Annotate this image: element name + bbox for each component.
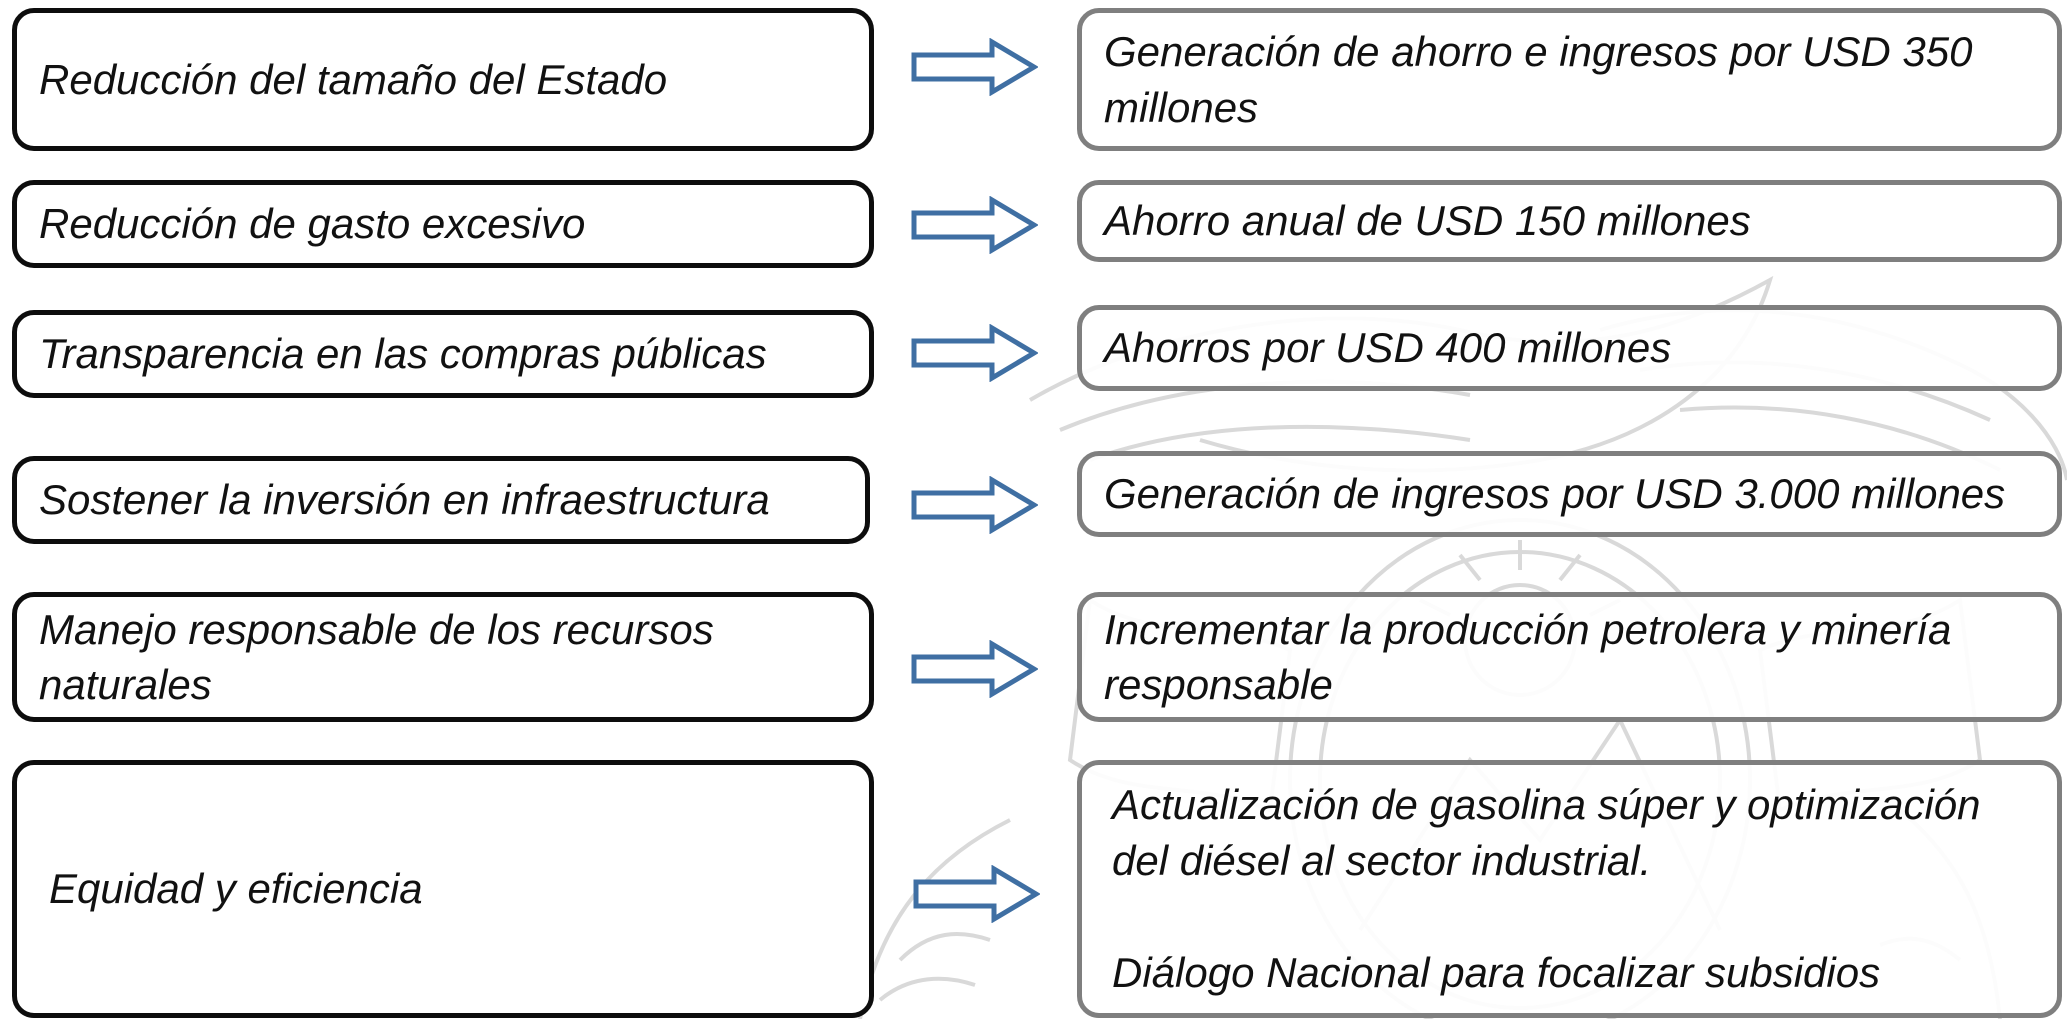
measure-box-excess-spending: Reducción de gasto excesivo: [12, 180, 874, 268]
result-box-annual-savings: Ahorro anual de USD 150 millones: [1077, 180, 2062, 262]
result-label: Incrementar la producción petrolera y mi…: [1104, 605, 1952, 708]
measure-label: Manejo responsable de los recursos natur…: [39, 605, 714, 708]
measure-label: Transparencia en las compras públicas: [39, 330, 767, 378]
result-box-fuel-subsidies: Actualización de gasolina súper y optimi…: [1077, 760, 2062, 1018]
right-outline-arrow-icon: [911, 476, 1038, 534]
measure-box-infrastructure-investment: Sostener la inversión en infraestructura: [12, 456, 870, 544]
result-label: Generación de ahorro e ingresos por USD …: [1104, 28, 1973, 131]
measure-label: Reducción de gasto excesivo: [39, 200, 586, 248]
measure-label: Reducción del tamaño del Estado: [39, 55, 668, 103]
right-outline-arrow-icon: [911, 196, 1038, 254]
right-outline-arrow-icon: [911, 640, 1038, 698]
result-box-savings-350: Generación de ahorro e ingresos por USD …: [1077, 8, 2062, 151]
measure-label: Equidad y eficiencia: [49, 865, 423, 913]
result-label: Ahorro anual de USD 150 millones: [1104, 197, 1751, 245]
measure-box-equity-efficiency: Equidad y eficiencia: [12, 760, 874, 1018]
measure-box-natural-resources: Manejo responsable de los recursos natur…: [12, 592, 874, 722]
result-box-revenue-3000: Generación de ingresos por USD 3.000 mil…: [1077, 451, 2062, 537]
result-line-fuel-update: Actualización de gasolina súper y optimi…: [1112, 781, 1981, 884]
measure-box-state-size: Reducción del tamaño del Estado: [12, 8, 874, 151]
result-label: Generación de ingresos por USD 3.000 mil…: [1104, 470, 2006, 518]
measure-label: Sostener la inversión en infraestructura: [39, 476, 770, 524]
result-line-national-dialogue: Diálogo Nacional para focalizar subsidio…: [1112, 949, 1881, 997]
right-outline-arrow-icon: [911, 324, 1038, 382]
right-outline-arrow-icon: [911, 38, 1038, 96]
measure-box-procurement-transparency: Transparencia en las compras públicas: [12, 310, 874, 398]
result-label: Ahorros por USD 400 millones: [1104, 324, 1672, 372]
right-outline-arrow-icon: [913, 865, 1040, 923]
result-box-savings-400: Ahorros por USD 400 millones: [1077, 305, 2062, 391]
result-box-oil-mining-production: Incrementar la producción petrolera y mi…: [1077, 592, 2062, 722]
